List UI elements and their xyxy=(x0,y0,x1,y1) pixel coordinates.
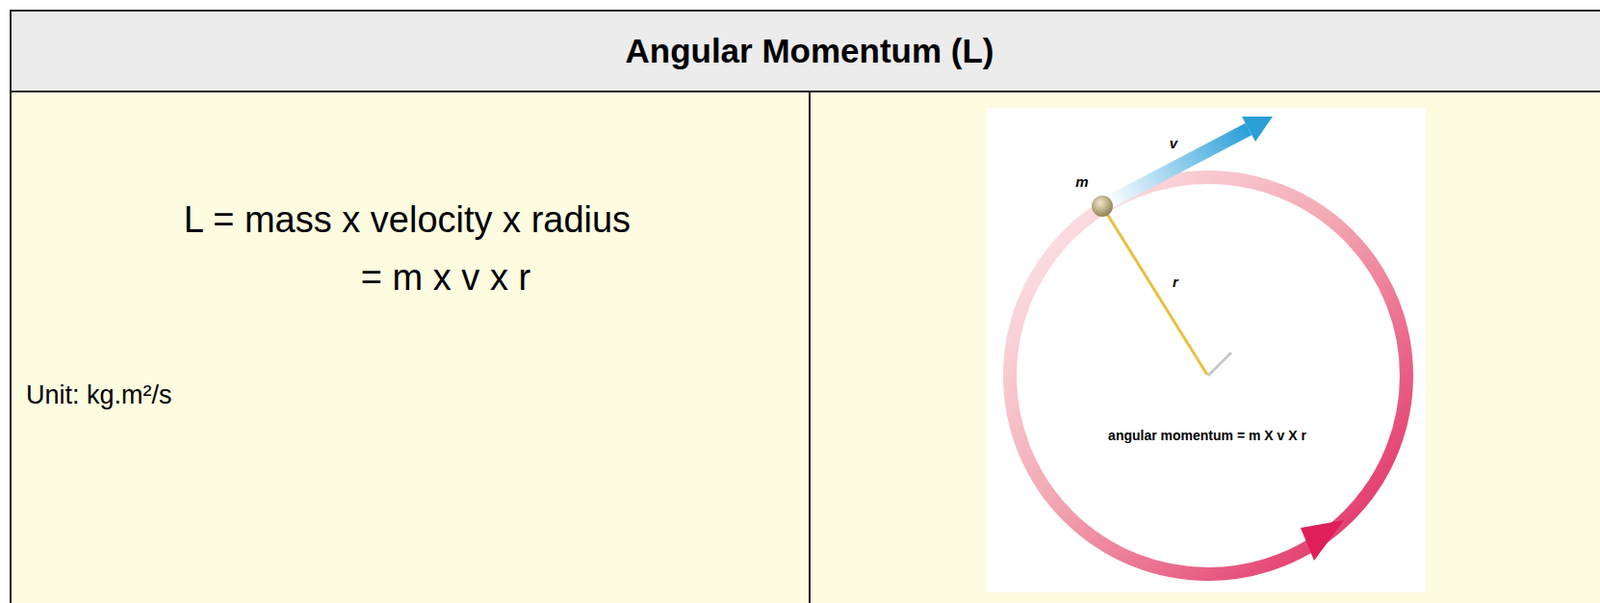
orbit-ring xyxy=(1009,177,1407,574)
table-heading: Angular Momentum (L) xyxy=(624,31,994,71)
unit-text: Unit: kg.m²/s xyxy=(25,380,173,411)
orbit-arrowhead xyxy=(1300,519,1344,561)
table-border xyxy=(10,10,1600,603)
body-row xyxy=(10,91,1600,603)
symbol-label: r xyxy=(1172,273,1179,290)
symbol-label: m xyxy=(1075,173,1088,190)
velocity-arrowhead xyxy=(1241,116,1273,142)
formula-text: L = mass x velocity x radius xyxy=(183,199,631,241)
pivot-pin xyxy=(1208,352,1232,376)
radius-line xyxy=(1102,206,1208,375)
symbol-label: v xyxy=(1169,134,1178,152)
formula-text: = m x v x r xyxy=(361,257,531,299)
mass-ball xyxy=(1091,195,1113,217)
header-row xyxy=(10,10,1600,92)
illustration-caption: angular momentum = m X v X r xyxy=(1108,427,1307,443)
row-divider xyxy=(10,90,1600,93)
column-divider xyxy=(808,91,811,603)
illustration-ground xyxy=(986,107,1426,593)
velocity-arrow xyxy=(1107,129,1249,204)
